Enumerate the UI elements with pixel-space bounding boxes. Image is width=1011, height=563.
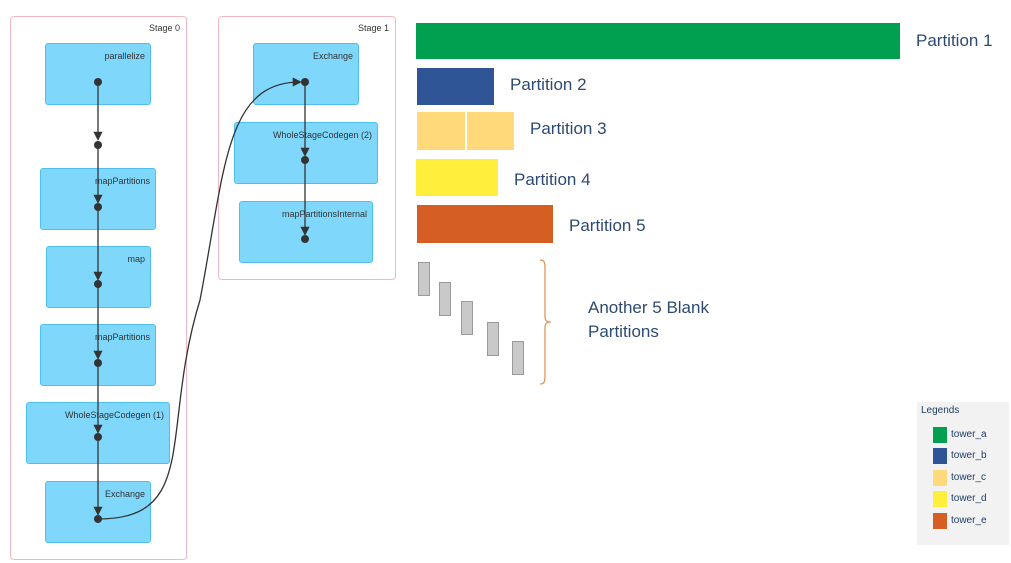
- legend-label: tower_e: [951, 515, 987, 526]
- node-dot: [94, 280, 102, 288]
- blank-partition: [439, 282, 451, 316]
- node-dot: [94, 203, 102, 211]
- stage-1-label: Stage 1: [357, 23, 389, 33]
- partition-1-label: Partition 1: [916, 31, 993, 50]
- stage-0-label: Stage 0: [148, 23, 180, 33]
- op-label: Exchange: [312, 51, 353, 61]
- partition-5-label: Partition 5: [569, 216, 646, 235]
- legend: Legends tower_a tower_b tower_c tower_d …: [917, 402, 1009, 545]
- blank-partitions-label: Another 5 Blank Partitions: [588, 298, 709, 341]
- node-dot: [94, 515, 102, 523]
- legend-swatch: [933, 491, 947, 507]
- partition-4-label: Partition 4: [514, 170, 591, 189]
- partition-4-bar: [416, 159, 498, 196]
- node-dot: [94, 78, 102, 86]
- legend-label: tower_a: [951, 429, 987, 440]
- node-dot: [301, 235, 309, 243]
- blank-partition: [512, 341, 524, 375]
- legend-label: tower_c: [951, 472, 987, 483]
- op-label: mapPartitions: [94, 176, 150, 186]
- blank-partition: [461, 301, 473, 335]
- node-dot: [94, 433, 102, 441]
- legend-label: tower_b: [951, 450, 987, 461]
- partition-2-bar: [417, 68, 494, 105]
- legend-swatch: [933, 513, 947, 529]
- legend-swatch: [933, 427, 947, 443]
- op-exchange-stage1[interactable]: Exchange: [253, 43, 359, 105]
- edge-cross-stage: [97, 77, 302, 520]
- legend-label: tower_d: [951, 493, 987, 504]
- blank-partition: [487, 322, 499, 356]
- op-label: parallelize: [104, 51, 145, 61]
- op-label: Exchange: [104, 489, 145, 499]
- node-dot: [94, 141, 102, 149]
- node-dot: [301, 78, 309, 86]
- partition-3-divider: [465, 112, 467, 150]
- node-dot: [301, 156, 309, 164]
- brace: [539, 259, 552, 385]
- partition-3-label: Partition 3: [530, 119, 607, 138]
- op-label: WholeStageCodegen (2): [272, 130, 372, 140]
- node-dot: [94, 359, 102, 367]
- legend-swatch: [933, 448, 947, 464]
- op-label: mapPartitions: [94, 332, 150, 342]
- op-label: map: [127, 254, 145, 264]
- dag-edges: [93, 77, 310, 523]
- legend-swatch: [933, 470, 947, 486]
- op-label: WholeStageCodegen (1): [64, 410, 164, 420]
- partition-3-bar: [417, 112, 514, 150]
- partition-5-bar: [417, 205, 553, 243]
- blank-partition: [418, 262, 430, 296]
- legend-title: Legends: [921, 405, 960, 416]
- op-label: mapPartitionsInternal: [281, 209, 367, 219]
- partition-1-bar: [416, 23, 900, 59]
- partition-2-label: Partition 2: [510, 75, 587, 94]
